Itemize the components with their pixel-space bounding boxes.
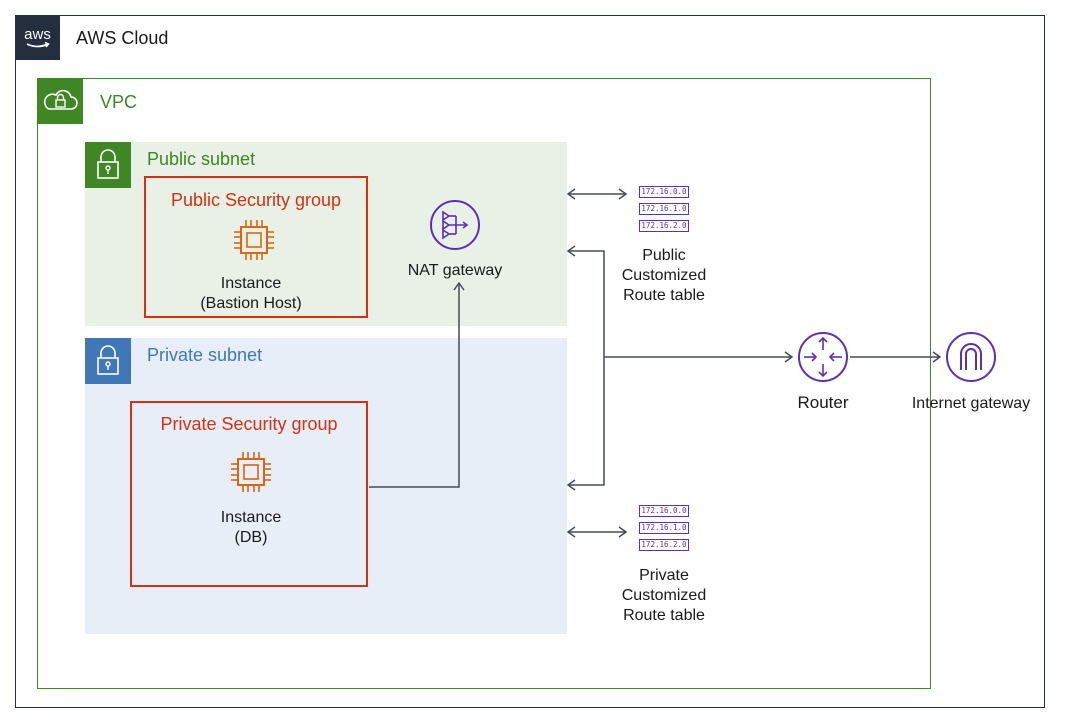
ec2-instance-icon	[226, 447, 276, 497]
public-subnet-lock-icon	[85, 142, 131, 188]
db-instance-label: Instance	[220, 509, 282, 526]
private-route-table-label: Private	[639, 567, 689, 584]
arrow-head	[932, 351, 942, 363]
arrow-head	[566, 188, 576, 200]
vpc-title: VPC	[100, 92, 138, 112]
private-route-table-label: Route table	[623, 607, 705, 624]
arrow-head	[784, 351, 794, 363]
public-subnet	[85, 142, 567, 326]
public-subnet-title: Public subnet	[147, 149, 256, 169]
public-security-group	[144, 176, 368, 318]
private-security-group-title: Private Security group	[160, 414, 338, 434]
router-icon	[796, 330, 850, 384]
svg-text:aws: aws	[24, 26, 51, 43]
arrow-head	[566, 526, 576, 538]
db-nat-connector	[369, 283, 460, 488]
db-instance-sublabel: (DB)	[234, 529, 268, 546]
public-security-group-title: Public Security group	[170, 190, 342, 210]
internet-gateway-icon	[944, 330, 998, 384]
router-label: Router	[797, 393, 849, 412]
cloud-title: AWS Cloud	[76, 28, 169, 48]
public-route-table-label: Public	[642, 247, 686, 264]
arrow-head	[453, 281, 465, 291]
vpc-group	[37, 78, 931, 689]
nat-gateway-icon	[428, 198, 482, 252]
route-table-row: 172.16.0.0	[639, 186, 689, 198]
bastion-instance-sublabel: (Bastion Host)	[200, 295, 302, 312]
aws-logo-icon: aws	[15, 15, 60, 60]
private-subnet-lock-icon	[85, 338, 131, 384]
vpc-cloud-lock-icon	[37, 78, 83, 124]
private-route-table-label: Customized	[621, 587, 707, 604]
route-table-row: 172.16.1.0	[639, 522, 689, 534]
private-subnet-title: Private subnet	[147, 345, 263, 365]
route-table-row: 172.16.1.0	[639, 203, 689, 215]
public-route-table-label: Route table	[623, 287, 705, 304]
subnet-router-bus	[568, 250, 605, 486]
private-subnet	[85, 338, 567, 634]
ec2-instance-icon	[229, 215, 279, 265]
bastion-instance-label: Instance	[220, 275, 282, 292]
route-table-row: 172.16.0.0	[639, 505, 689, 517]
arrow-head	[618, 188, 628, 200]
nat-gateway-label: NAT gateway	[407, 262, 503, 279]
route-table-row: 172.16.2.0	[639, 220, 689, 232]
route-table-row: 172.16.2.0	[639, 539, 689, 551]
arrow-head	[618, 526, 628, 538]
public-route-table-label: Customized	[621, 267, 707, 284]
internet-gateway-label: Internet gateway	[911, 395, 1031, 412]
arrow-head	[566, 479, 576, 491]
private-security-group	[130, 401, 368, 587]
arrow-head	[566, 245, 576, 257]
aws-cloud-group	[15, 15, 1045, 708]
